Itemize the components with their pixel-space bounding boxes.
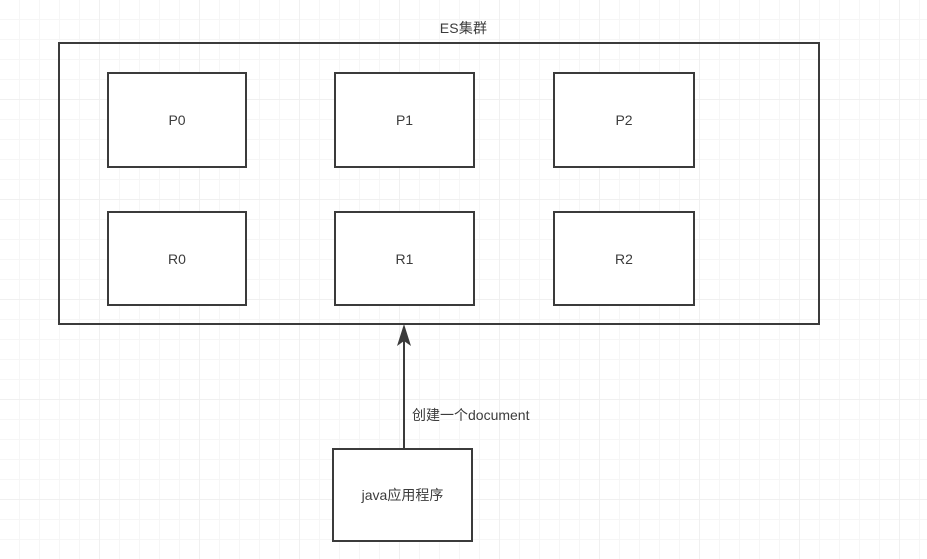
shard-p0: P0 — [107, 72, 247, 168]
shard-p2-label: P2 — [615, 112, 633, 128]
shard-r2-label: R2 — [615, 250, 633, 267]
java-application-label: java应用程序 — [361, 487, 444, 503]
cluster-title: ES集群 — [439, 20, 488, 36]
shard-p0-label: P0 — [168, 112, 186, 128]
shard-r0: R0 — [107, 211, 247, 306]
shard-p1-label: P1 — [395, 112, 414, 128]
arrow-up-icon — [397, 324, 411, 452]
java-application-node: java应用程序 — [332, 448, 473, 542]
es-cluster-container — [58, 42, 820, 325]
connection-label: 创建一个document — [412, 407, 530, 423]
shard-p2: P2 — [553, 72, 695, 168]
shard-p1: P1 — [334, 72, 475, 168]
shard-r2: R2 — [553, 211, 695, 306]
shard-r0-label: R0 — [168, 250, 186, 267]
shard-r1: R1 — [334, 211, 475, 306]
shard-r1-label: R1 — [395, 250, 414, 267]
